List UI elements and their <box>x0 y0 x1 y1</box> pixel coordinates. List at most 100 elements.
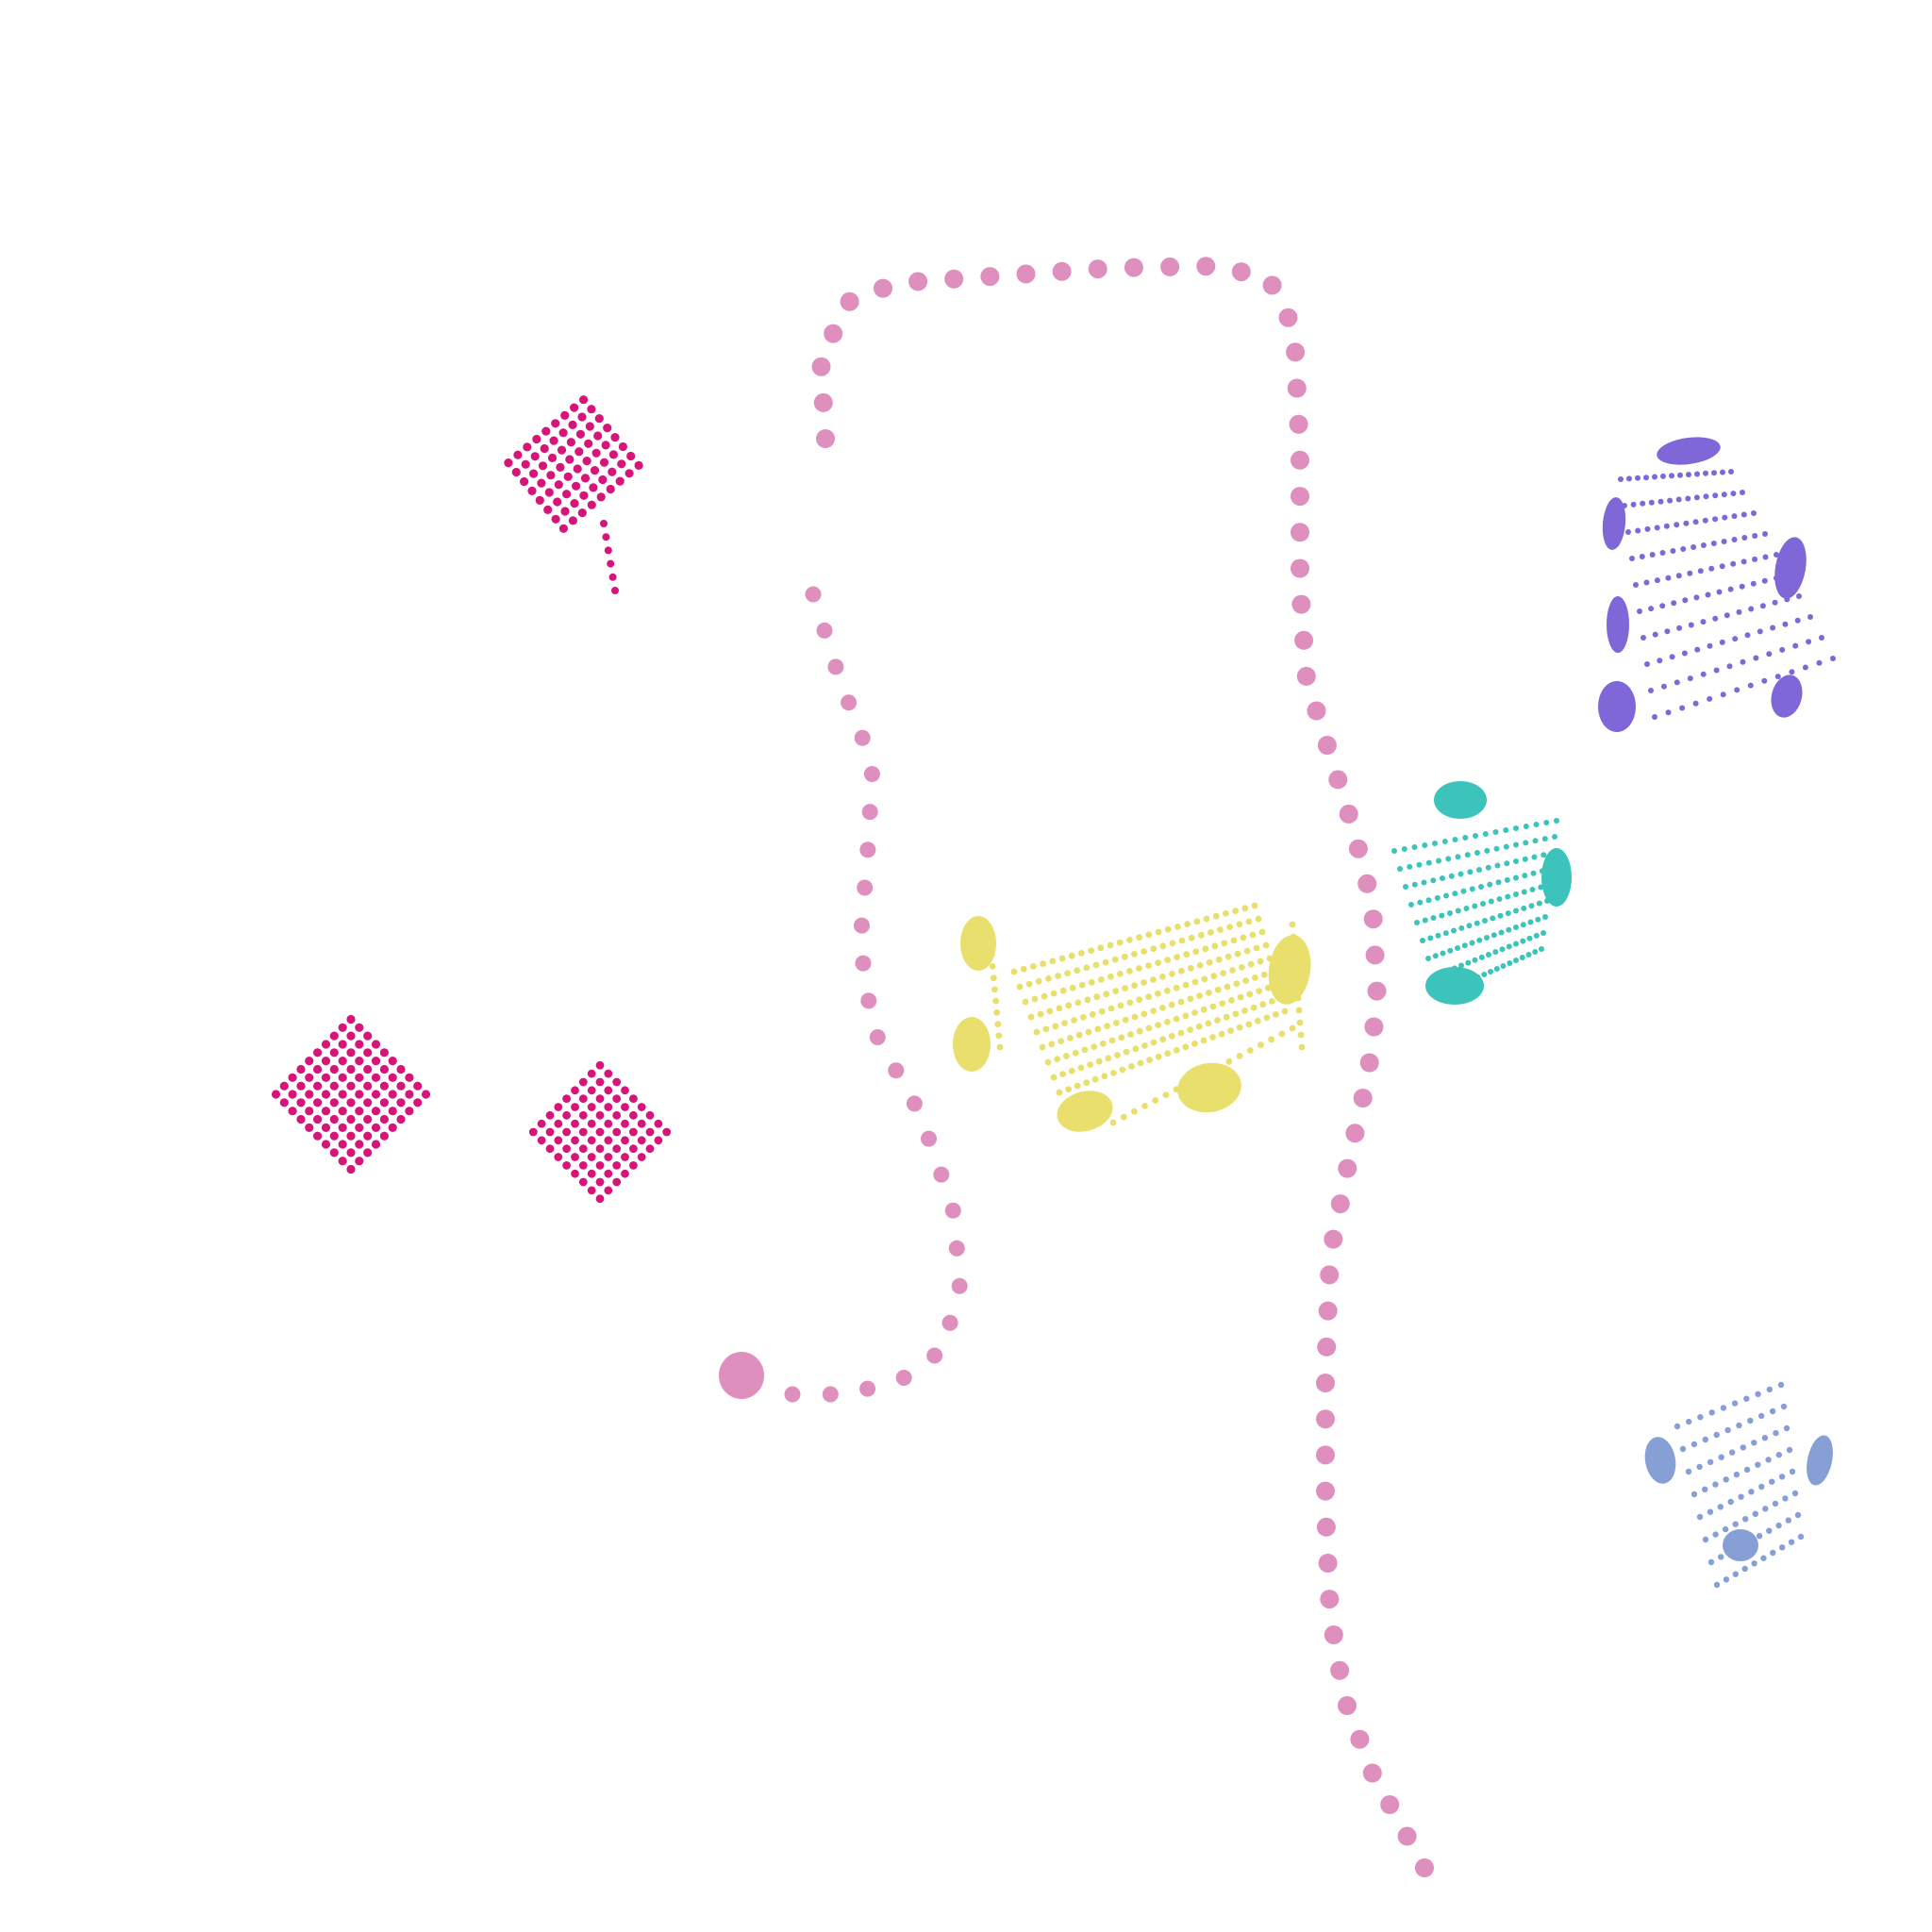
grid-dot <box>551 419 560 428</box>
dot <box>1748 606 1755 612</box>
dot <box>1141 1042 1148 1049</box>
grid-dot <box>329 1114 339 1124</box>
dot <box>1669 654 1675 660</box>
dot <box>1152 1097 1159 1104</box>
dot <box>1726 663 1733 670</box>
path-dot <box>1348 839 1368 858</box>
dot <box>1081 1046 1089 1054</box>
dot <box>1229 967 1236 974</box>
dot <box>1241 905 1249 912</box>
grid-dot <box>618 441 628 452</box>
grid-dot <box>279 1098 289 1108</box>
dot <box>1733 1471 1740 1478</box>
dot <box>1542 914 1548 920</box>
path-dot <box>1357 874 1377 893</box>
dot <box>1707 1458 1714 1466</box>
dot <box>993 1008 1001 1016</box>
grid-dot <box>355 1140 364 1149</box>
dot <box>1259 1001 1267 1008</box>
dot <box>1654 577 1660 584</box>
path-dot <box>1320 1265 1340 1285</box>
path-dot <box>948 1240 965 1257</box>
dot <box>1089 1010 1096 1018</box>
dot <box>1659 603 1666 609</box>
grid-dot <box>572 481 581 491</box>
dot <box>1772 1500 1779 1507</box>
dot <box>1177 1029 1185 1037</box>
grid-dot <box>568 516 578 525</box>
dot <box>1760 1555 1767 1561</box>
dot <box>1528 903 1535 909</box>
dot <box>1417 899 1424 906</box>
dot <box>1682 597 1689 604</box>
dot <box>1448 873 1455 879</box>
pink-dotted-path <box>719 257 1434 1877</box>
dot <box>1187 1026 1193 1033</box>
path-dot <box>1320 1590 1340 1609</box>
dot <box>1513 874 1519 881</box>
grid-dot <box>405 1090 414 1099</box>
dot <box>1648 606 1655 612</box>
dot <box>1481 972 1488 977</box>
dot <box>1717 1504 1724 1510</box>
path-dot <box>1317 1337 1337 1357</box>
dot <box>1252 974 1258 981</box>
path-dot <box>860 992 877 1009</box>
dot <box>1519 955 1525 960</box>
grid-dot <box>645 1144 655 1154</box>
grid-dot <box>587 1169 596 1178</box>
dot <box>1497 912 1504 919</box>
dot <box>1777 1381 1785 1389</box>
dot <box>1201 975 1208 983</box>
dot <box>1660 473 1666 479</box>
dot <box>1182 1043 1190 1051</box>
dot <box>1520 938 1526 944</box>
dot <box>1712 1481 1719 1488</box>
dot <box>1641 635 1646 641</box>
dot <box>1513 858 1519 864</box>
dot <box>1245 918 1253 925</box>
dot <box>1237 993 1244 1001</box>
dot <box>1146 1057 1153 1063</box>
dot <box>1230 937 1238 944</box>
dot <box>1513 825 1519 831</box>
dot <box>1625 529 1631 535</box>
grid-dot <box>296 1098 306 1108</box>
dot <box>1432 953 1439 959</box>
dot <box>1690 1491 1698 1498</box>
grid-dot <box>587 1069 596 1078</box>
path-dot <box>933 1166 950 1183</box>
grid-dot <box>396 1064 406 1074</box>
dot <box>1443 892 1449 899</box>
grid-dot <box>329 1048 339 1058</box>
grid-dot <box>612 1161 622 1170</box>
dot <box>1141 979 1147 986</box>
dot <box>1758 1483 1765 1491</box>
path-dot <box>888 1062 905 1079</box>
dot <box>1736 608 1742 615</box>
grid-dot <box>338 1057 347 1066</box>
grid-dot <box>578 1077 588 1087</box>
dot <box>1476 867 1482 873</box>
dot <box>1554 818 1559 824</box>
dot <box>1769 1478 1775 1485</box>
grid-dot <box>363 1131 373 1141</box>
dot <box>1732 636 1739 642</box>
dot <box>1663 523 1670 529</box>
path-dot <box>1016 264 1036 284</box>
grid-dot <box>629 1161 638 1170</box>
grid-dot <box>296 1114 306 1124</box>
dot <box>1522 873 1528 879</box>
dot <box>1526 935 1533 941</box>
magenta-cluster-middle <box>528 1060 672 1204</box>
dot <box>1240 934 1247 941</box>
dot <box>1452 837 1458 842</box>
dot <box>1766 1386 1774 1393</box>
dot <box>1093 993 1101 1001</box>
grid-dot <box>604 1186 613 1195</box>
grid-dot <box>371 1140 381 1149</box>
dot <box>1131 982 1138 989</box>
dot <box>1513 958 1519 963</box>
grid-dot <box>587 1103 596 1111</box>
dot <box>1736 1422 1742 1429</box>
